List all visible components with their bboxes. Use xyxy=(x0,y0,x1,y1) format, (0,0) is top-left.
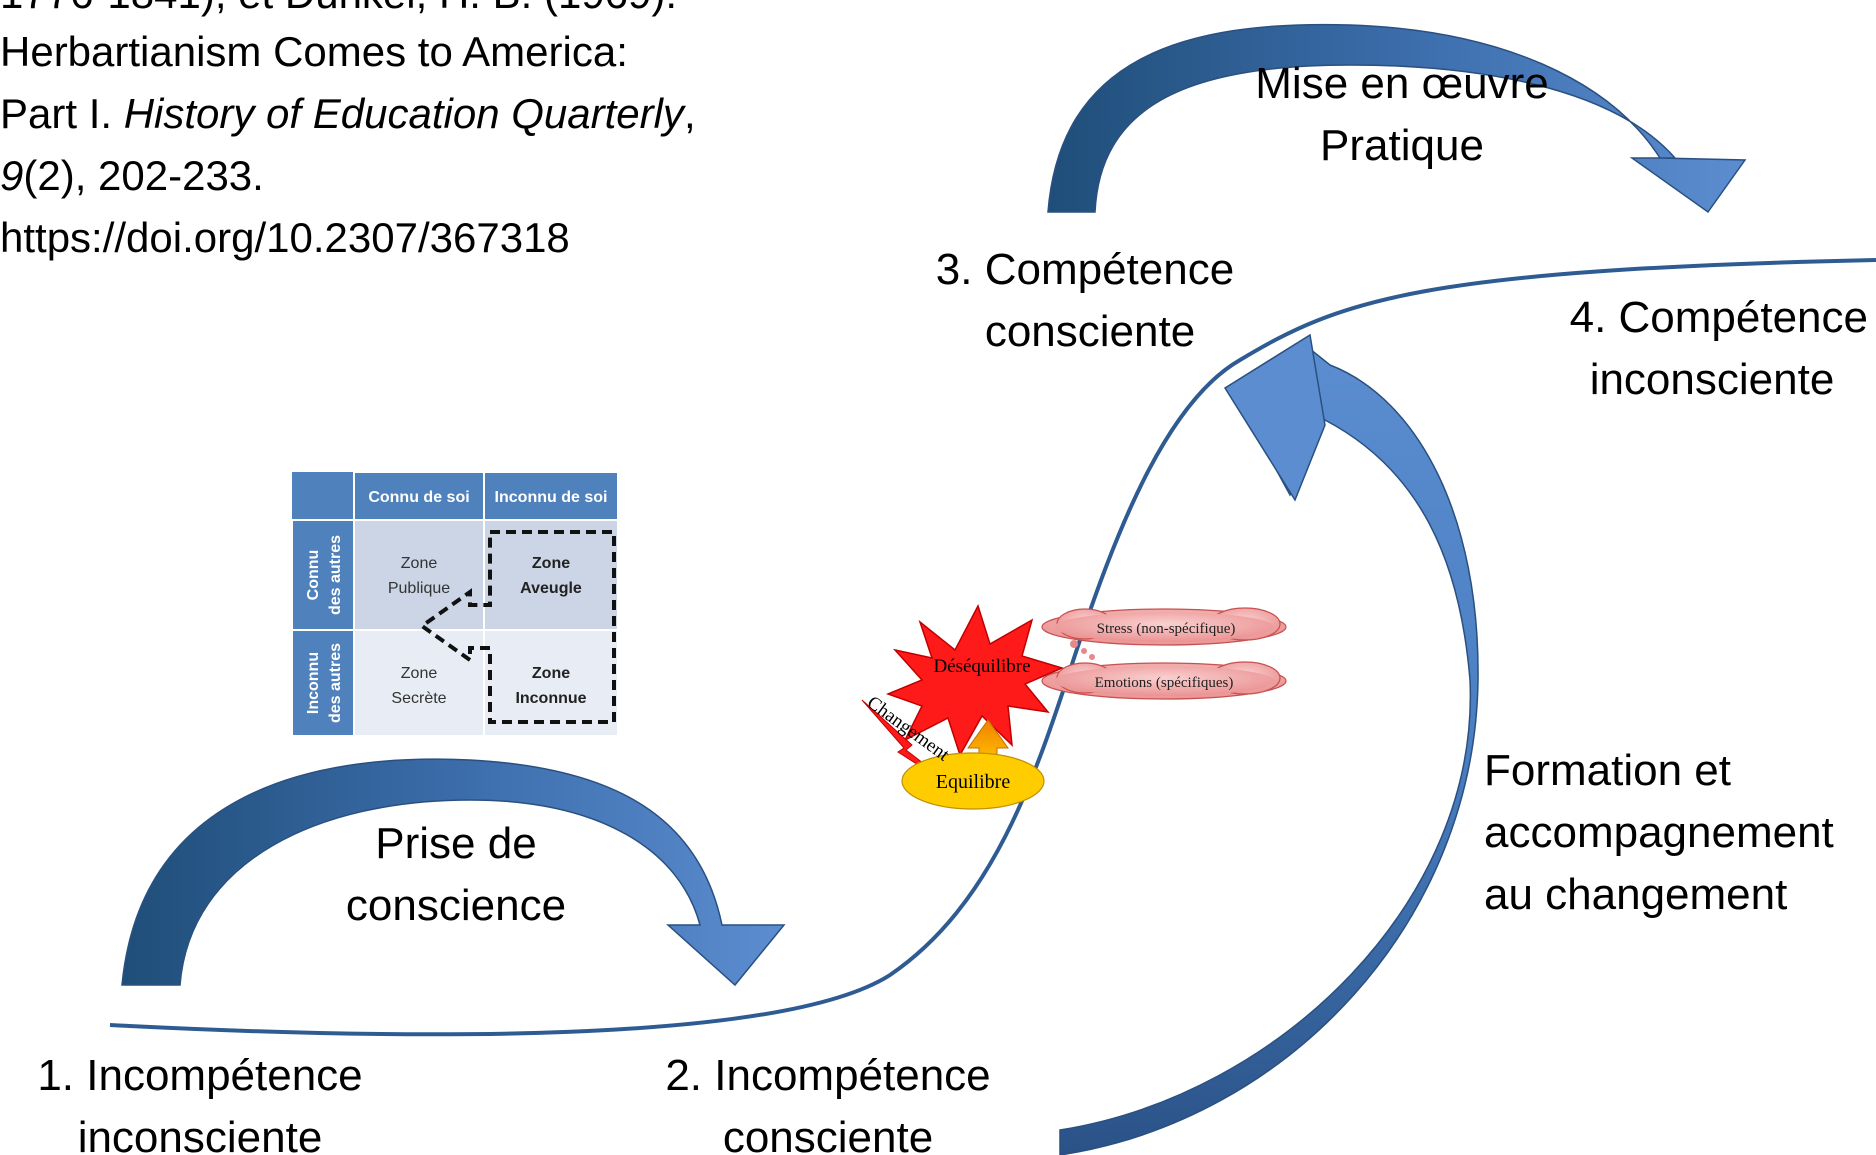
mise-label-1: Mise en œuvre xyxy=(1255,59,1548,108)
stage-4-line-1: 4. Compétence xyxy=(1570,293,1868,342)
johari-row-header-1 xyxy=(291,519,355,631)
reference-pages: (2), 202-233. xyxy=(23,152,263,199)
zone-secret-2: Secrète xyxy=(391,690,446,707)
johari-row-2-label-2: des autres xyxy=(327,643,344,723)
mise-label-2: Pratique xyxy=(1320,121,1484,170)
johari-col-1-label: Connu de soi xyxy=(368,489,469,506)
stage-2-line-2: consciente xyxy=(723,1113,933,1155)
johari-cell-blind xyxy=(483,519,619,631)
prise-label-1: Prise de xyxy=(375,819,536,868)
desequilibre-burst xyxy=(885,604,1065,757)
zone-unknown-1: Zone xyxy=(532,665,570,682)
johari-row-header-2 xyxy=(291,629,355,737)
thought-dot-3 xyxy=(1089,654,1095,660)
mise-en-oeuvre-arrow xyxy=(1047,23,1747,214)
thought-dot-2 xyxy=(1081,648,1087,654)
johari-row-1-label-1: Connu xyxy=(305,550,322,601)
formation-arrow xyxy=(1059,344,1479,1155)
johari-corner xyxy=(292,472,354,520)
stage-3-line-2: consciente xyxy=(985,307,1195,356)
reference-line-2: Herbartianism Comes to America: xyxy=(0,28,628,75)
thought-dot-1 xyxy=(1070,640,1078,648)
formation-arrow-head xyxy=(1223,333,1326,502)
prise-de-conscience-arrow xyxy=(121,758,786,987)
formation-label-3: au changement xyxy=(1484,870,1787,919)
equilibre-label: Equilibre xyxy=(936,771,1011,793)
johari-cell-unknown xyxy=(483,629,619,737)
stress-cloud xyxy=(1041,607,1287,646)
reference-line-3-suffix: , xyxy=(684,90,696,137)
prise-label-2: conscience xyxy=(346,881,566,930)
stress-label: Stress (non-spécifique) xyxy=(1097,621,1236,637)
equilibre-ellipse xyxy=(901,752,1045,810)
emotions-label: Emotions (spécifiques) xyxy=(1095,675,1234,691)
stage-2-line-1: 2. Incompétence xyxy=(665,1051,990,1100)
johari-dashed-arrow xyxy=(418,530,616,724)
johari-cell-secret xyxy=(353,629,485,737)
johari-col-2-label: Inconnu de soi xyxy=(495,489,608,506)
stage-4-line-2: inconsciente xyxy=(1590,355,1835,404)
stage-3-line-1: 3. Compétence xyxy=(936,245,1234,294)
johari-col-header-2 xyxy=(483,471,619,521)
desequilibre-label: Déséquilibre xyxy=(933,656,1030,677)
johari-row-2-label-1: Inconnu xyxy=(305,652,322,714)
reference-doi: https://doi.org/10.2307/367318 xyxy=(0,214,570,261)
stage-1-line-2: inconsciente xyxy=(78,1113,323,1155)
zone-public-2: Publique xyxy=(388,580,450,597)
reference-journal: History of Education Quarterly xyxy=(124,90,687,137)
johari-col-header-1 xyxy=(353,471,485,521)
emotions-cloud xyxy=(1041,661,1287,700)
reference-line-1: 1776-1841), et Dunkel, H. B. (1969). xyxy=(0,0,677,17)
zone-secret-1: Zone xyxy=(401,665,438,682)
change-illustration: Déséquilibre Stress (non-spécifique) Emo… xyxy=(861,604,1287,810)
formation-label-2: accompagnement xyxy=(1484,808,1834,857)
reference-line-3: Part I. History of Education Quarterly, xyxy=(0,90,696,137)
zone-public-1: Zone xyxy=(401,555,438,572)
johari-window: Connu de soi Inconnu de soi Connu des au… xyxy=(291,471,619,737)
reference-line-3-prefix: Part I. xyxy=(0,90,124,137)
zone-blind-1: Zone xyxy=(532,555,570,572)
stage-1-line-1: 1. Incompétence xyxy=(37,1051,362,1100)
johari-cell-public xyxy=(353,519,485,631)
reference-line-4: 9(2), 202-233. xyxy=(0,152,264,199)
reference-volume: 9 xyxy=(0,152,23,199)
zone-unknown-2: Inconnue xyxy=(515,690,586,707)
zone-blind-2: Aveugle xyxy=(520,580,582,597)
formation-label-1: Formation et xyxy=(1484,746,1731,795)
johari-row-1-label-2: des autres xyxy=(327,535,344,615)
